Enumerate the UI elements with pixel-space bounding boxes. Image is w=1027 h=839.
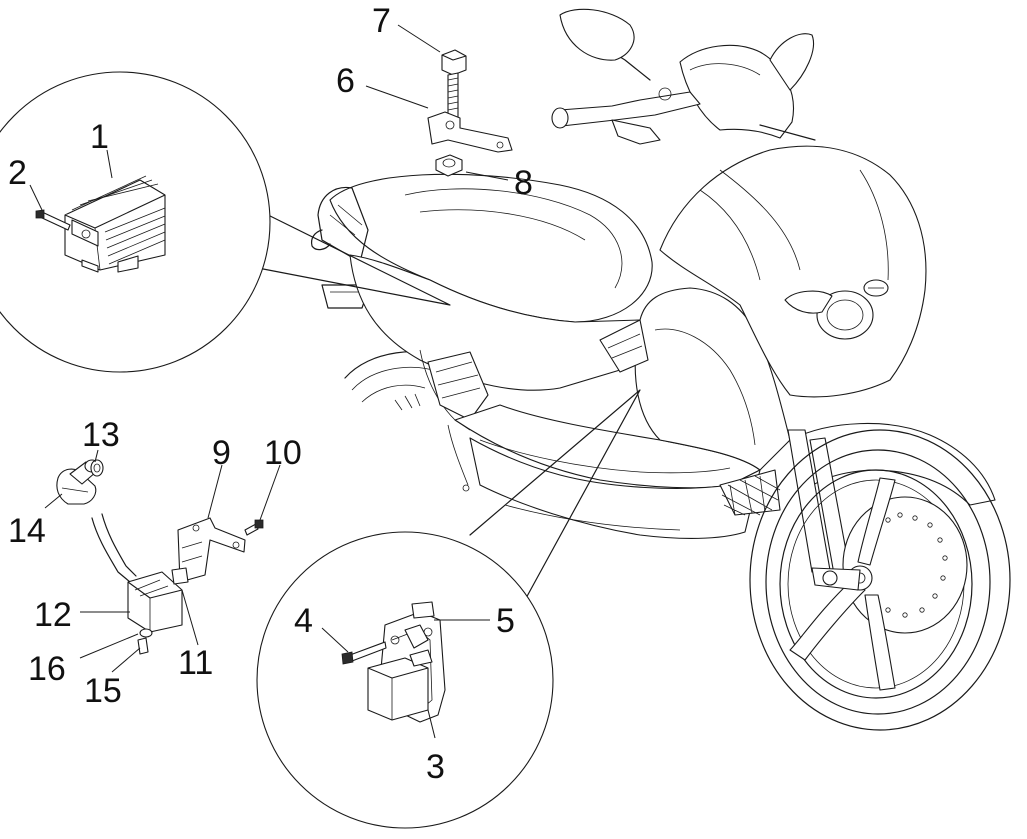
bracket-9	[177, 517, 246, 583]
callout-8: 8	[514, 164, 533, 202]
callout-7: 7	[372, 2, 391, 40]
cdi-unit	[367, 611, 446, 723]
scooter-illustration	[310, 8, 1011, 731]
callout-4: 4	[294, 602, 313, 640]
callout-16: 16	[28, 650, 66, 688]
screw-2	[35, 209, 71, 231]
seal-13	[90, 459, 104, 477]
nut-8	[435, 154, 463, 177]
callout-9: 9	[212, 434, 231, 472]
callout-10: 10	[264, 434, 302, 472]
ignition-parts-group	[44, 449, 281, 673]
screw-4	[341, 641, 387, 665]
callout-11: 11	[178, 644, 213, 682]
detail-circle-regulator	[0, 71, 451, 373]
callout-labels: 1 2 3 4 5 6 7 8 9 10 11 12 13 14 15 16	[8, 2, 533, 786]
callout-15: 15	[84, 672, 122, 710]
detail-circle-cdi	[256, 389, 641, 829]
callout-5: 5	[496, 602, 515, 640]
callout-13: 13	[82, 416, 120, 454]
ignition-coil-12	[127, 571, 183, 633]
bolt-7	[441, 49, 467, 123]
callout-12: 12	[34, 596, 72, 634]
callout-2: 2	[8, 154, 27, 192]
callout-6: 6	[336, 62, 355, 100]
callout-3: 3	[426, 748, 445, 786]
callout-14: 14	[8, 512, 46, 550]
bracket-6	[427, 111, 513, 153]
callout-1: 1	[90, 118, 109, 156]
screw-10	[244, 519, 264, 536]
voltage-regulator	[64, 175, 166, 273]
mount-bracket-group	[365, 24, 513, 181]
